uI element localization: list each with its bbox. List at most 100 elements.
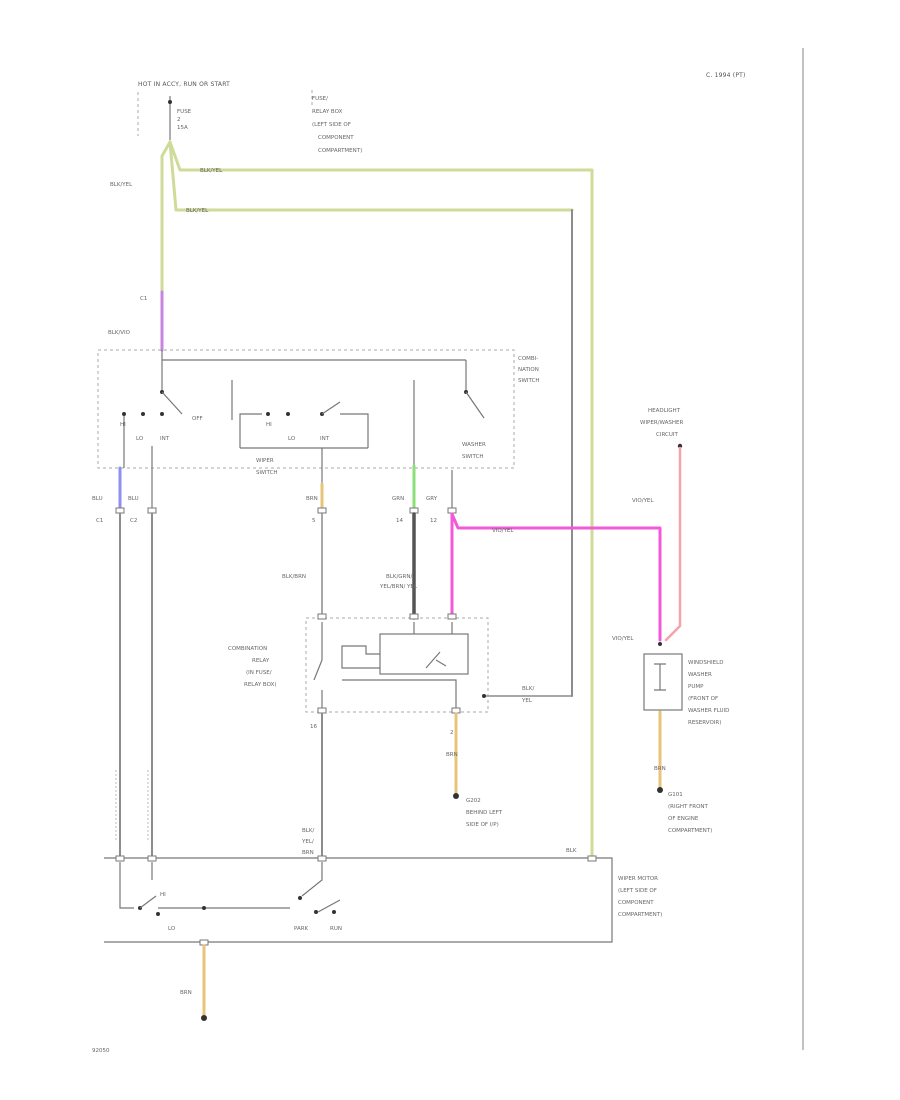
wire-blk-yel-top: [168, 140, 594, 860]
svg-text:BEHIND LEFT: BEHIND LEFT: [466, 810, 503, 816]
svg-text:BLK/: BLK/: [302, 828, 314, 834]
ground-g202: [453, 793, 459, 799]
wire-blk-yel-main: [160, 140, 172, 302]
svg-text:WASHER: WASHER: [462, 442, 486, 448]
svg-text:(FRONT OF: (FRONT OF: [688, 696, 718, 702]
wiper-b-hi-dot: [266, 412, 270, 416]
wire-label-blu-1: BLU: [92, 496, 103, 502]
wiper-b-lo: LO: [288, 436, 296, 442]
wire-label-blu-2: BLU: [128, 496, 139, 502]
svg-text:WIPER: WIPER: [256, 458, 274, 464]
wire-label-gry: GRY: [426, 496, 438, 502]
wiper-switch-blade: [161, 391, 183, 415]
wire-label-blk-brn: BLK/BRN: [282, 574, 306, 580]
combination-relay-label: COMBINATION RELAY (IN FUSE/ RELAY BOX): [228, 646, 277, 688]
svg-text:SWITCH: SWITCH: [462, 454, 484, 460]
relay-coil-box: [379, 633, 469, 675]
svg-text:RELAY: RELAY: [252, 658, 270, 664]
pin-5: 5: [312, 518, 316, 524]
combination-switch-box: [97, 349, 515, 469]
motor-term-hi: [115, 855, 125, 862]
terminal-c2: [147, 507, 157, 514]
wire-label-blk-yel-3: BLK/YEL: [186, 208, 209, 214]
motor-term-relay: [317, 855, 327, 862]
wiper-switch-right-frame2: [340, 413, 369, 448]
fuse-label-1: FUSE: [177, 109, 192, 115]
headlight-circuit-dot: [677, 443, 683, 449]
svg-text:RELAY BOX: RELAY BOX: [312, 109, 343, 115]
wiper-b-hi: HI: [266, 422, 272, 428]
fuse-top-dot: [168, 100, 172, 104]
wire-vio-yel-headlight: [664, 446, 682, 642]
svg-text:PUMP: PUMP: [688, 684, 704, 690]
wire-label-vio-yel-2: VIO/YEL: [632, 498, 654, 504]
fuse-label-3: 15A: [177, 125, 188, 131]
figure-id: 92050: [92, 1048, 110, 1054]
relay-box-label: FUSE/ RELAY BOX (LEFT SIDE OF COMPONENT …: [312, 96, 362, 154]
wire-label-brn: BRN: [306, 496, 318, 502]
headlight-washer-circuit-label: HEADLIGHT WIPER/WASHER CIRCUIT: [640, 408, 684, 438]
wire-label-brn-3: BRN: [654, 766, 666, 772]
wire-label-blk-vio: BLK/VIO: [108, 330, 131, 336]
washer-pump-label: WINDSHIELD WASHER PUMP (FRONT OF WASHER …: [688, 660, 729, 726]
washer-pump-symbol: [654, 663, 666, 691]
wire-label-blk-grn-1: BLK/GRN/: [386, 574, 412, 580]
combination-relay-box: [305, 617, 489, 713]
wiper-switch-label: WIPER SWITCH: [256, 458, 278, 476]
motor-term-lo: [147, 855, 157, 862]
svg-text:NATION: NATION: [518, 367, 539, 373]
wire-label-blk-top: BLK: [566, 848, 577, 854]
ground-g101: [657, 787, 663, 793]
switch-off-label: OFF: [192, 416, 203, 422]
relay-int-switch: [313, 659, 323, 681]
washer-switch-label: WASHER SWITCH: [462, 442, 486, 460]
wire-label-blk-yel-1: BLK/YEL: [110, 182, 133, 188]
wire-label-blk-yel-4: BLK/: [522, 686, 534, 692]
motor-hi-lead: [119, 862, 134, 909]
motor-hi-label: HI: [160, 892, 166, 898]
svg-text:WASHER FLUID: WASHER FLUID: [688, 708, 729, 714]
svg-text:SWITCH: SWITCH: [518, 378, 540, 384]
terminal-c1: [115, 507, 125, 514]
pin-12: 12: [430, 518, 437, 524]
relay-term-a: [317, 613, 327, 620]
ground-g101-label: G101 (RIGHT FRONT OF ENGINE COMPARTMENT): [668, 792, 712, 834]
wire-label-blk-yel-2: BLK/YEL: [200, 168, 223, 174]
relay-aux-loop: [341, 645, 380, 669]
switch-hi-contact: [122, 412, 126, 416]
wire-label-brn-4: BRN: [180, 990, 192, 996]
wire-blk-yel-second: [168, 140, 574, 212]
power-source-label: HOT IN ACCY, RUN OR START: [138, 81, 230, 88]
svg-text:WIPER MOTOR: WIPER MOTOR: [618, 876, 658, 882]
wire-label-brn-2: BRN: [446, 752, 458, 758]
svg-text:OF ENGINE: OF ENGINE: [668, 816, 699, 822]
relay-coil-feed: [413, 622, 453, 634]
wiper-b-blade: [321, 401, 341, 415]
motor-term-power: [587, 855, 597, 862]
pin-2: 2: [450, 730, 454, 736]
pin-14: 14: [396, 518, 403, 524]
wiper-b-lo-dot: [286, 412, 290, 416]
svg-text:SIDE OF I/P): SIDE OF I/P): [466, 822, 499, 828]
terminal-5: [317, 507, 327, 514]
pin-c2-left: C2: [130, 518, 137, 524]
wire-label-blk-yel-brn: BLK/ YEL/ BRN: [301, 828, 314, 856]
combination-switch-label: COMBI- NATION SWITCH: [518, 356, 540, 384]
motor-run-blade: [317, 899, 341, 913]
svg-text:WINDSHIELD: WINDSHIELD: [688, 660, 723, 666]
svg-text:FUSE/: FUSE/: [312, 96, 328, 102]
motor-park-switch: [301, 862, 323, 897]
wiper-b-int: INT: [320, 436, 330, 442]
motor-park-label: PARK: [294, 926, 309, 932]
svg-text:(RIGHT FRONT: (RIGHT FRONT: [668, 804, 709, 810]
motor-park-contact: [314, 910, 318, 914]
svg-text:WIPER/WASHER: WIPER/WASHER: [640, 420, 684, 426]
switch-int-label: INT: [160, 436, 170, 442]
year-note: C. 1994 (PT): [706, 72, 746, 79]
washer-pump-dot: [658, 642, 662, 646]
svg-text:SWITCH: SWITCH: [256, 470, 278, 476]
svg-text:BRN: BRN: [302, 850, 314, 856]
relay-term-2: [451, 707, 461, 714]
svg-text:COMPONENT: COMPONENT: [618, 900, 654, 906]
